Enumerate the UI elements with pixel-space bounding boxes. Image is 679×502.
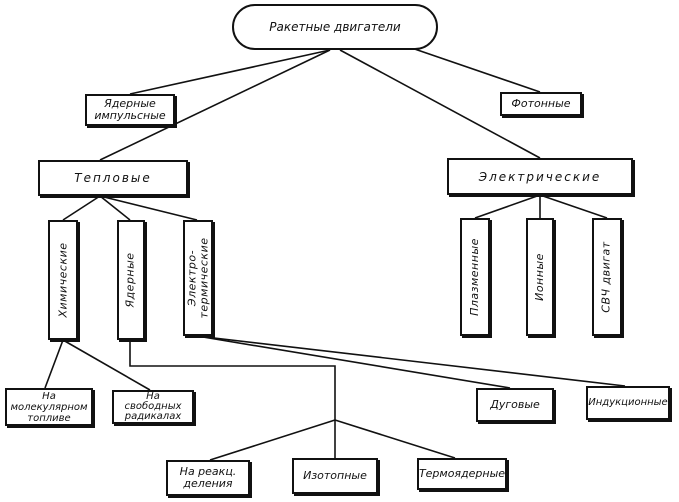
photon-node: Фотонные bbox=[500, 92, 582, 116]
chemical-label: Химические bbox=[56, 242, 70, 318]
microwave-label: СВЧ двигат bbox=[600, 241, 613, 313]
connector-nuclear-fission bbox=[209, 419, 336, 461]
connector-thermal-nuclear bbox=[99, 195, 131, 221]
connector-root-photon bbox=[399, 43, 541, 93]
free-radicals-node: На свободных радикалах bbox=[112, 390, 194, 424]
plasma-label: Плазменные bbox=[468, 238, 482, 316]
isotope-label: Изотопные bbox=[303, 469, 367, 482]
connector-root-nuclear-pulse bbox=[129, 49, 331, 95]
connector-electric-microwave bbox=[539, 194, 608, 219]
isotope-node: Изотопные bbox=[292, 458, 378, 494]
photon-label: Фотонные bbox=[511, 97, 571, 110]
root-node: Ракетные двигатели bbox=[232, 4, 438, 50]
connector-chemical-radicals bbox=[62, 339, 151, 391]
connector-root-thermal bbox=[99, 49, 331, 161]
fission-label: На реакц. деления bbox=[179, 465, 237, 490]
arc-node: Дуговые bbox=[476, 388, 554, 422]
thermal-label: Тепловые bbox=[74, 171, 152, 185]
connector-thermal-electrothermal bbox=[99, 195, 198, 221]
electric-node: Электрические bbox=[447, 158, 633, 195]
connector-root-electric bbox=[339, 49, 541, 159]
nuclear-node: Ядерные bbox=[117, 220, 145, 340]
thermonuclear-label: Термоядерные bbox=[418, 467, 506, 480]
ion-label: Ионные bbox=[533, 253, 547, 301]
electrothermal-node: Электро- термические bbox=[183, 220, 213, 336]
connector-electrothermal-induction bbox=[196, 335, 626, 387]
nuclear-pulse-node: Ядерные импульсные bbox=[85, 94, 175, 126]
induction-label: Индукционные bbox=[588, 397, 668, 408]
connector-electrothermal-arc bbox=[196, 335, 511, 389]
electric-label: Электрические bbox=[478, 169, 602, 184]
arc-label: Дуговые bbox=[490, 398, 540, 411]
chemical-node: Химические bbox=[48, 220, 78, 340]
connector-nuclear-thermonuclear bbox=[334, 419, 456, 459]
plasma-node: Плазменные bbox=[460, 218, 490, 336]
connector-nuclear-trunk bbox=[129, 340, 336, 420]
molecular-fuel-node: На молекулярном топливе bbox=[5, 388, 93, 426]
electrothermal-label: Электро- термические bbox=[185, 237, 211, 319]
fission-node: На реакц. деления bbox=[166, 460, 250, 496]
thermonuclear-node: Термоядерные bbox=[417, 458, 507, 490]
nuclear-pulse-label: Ядерные импульсные bbox=[94, 97, 166, 122]
root-label: Ракетные двигатели bbox=[269, 20, 401, 34]
induction-node: Индукционные bbox=[586, 386, 670, 420]
nuclear-label: Ядерные bbox=[124, 252, 137, 308]
connector-electric-plasma bbox=[474, 194, 541, 219]
molecular-fuel-label: На молекулярном топливе bbox=[10, 390, 88, 424]
microwave-node: СВЧ двигат bbox=[592, 218, 622, 336]
thermal-node: Тепловые bbox=[38, 160, 188, 196]
ion-node: Ионные bbox=[526, 218, 554, 336]
free-radicals-label: На свободных радикалах bbox=[124, 391, 182, 422]
connector-chemical-molecular bbox=[44, 339, 64, 389]
connector-thermal-chemical bbox=[62, 195, 101, 221]
